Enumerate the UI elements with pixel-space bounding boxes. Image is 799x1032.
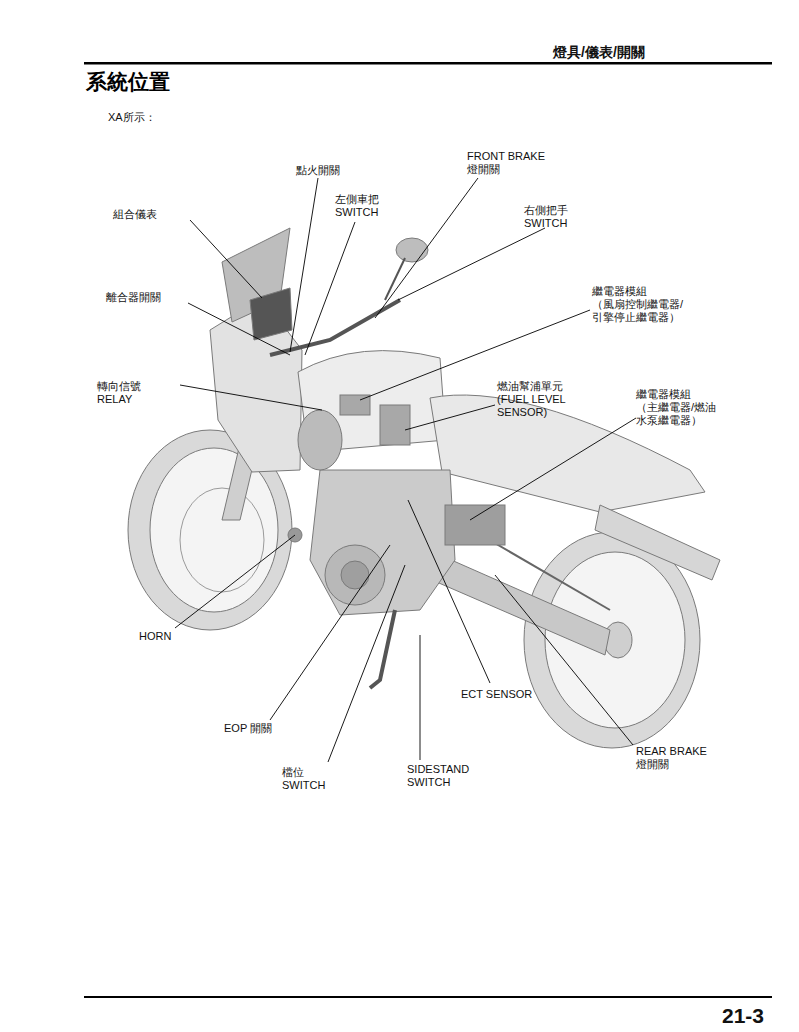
- part-label: REAR BRAKE 燈開關: [636, 745, 718, 771]
- header-rule: [84, 62, 772, 65]
- page-title: 系統位置: [86, 68, 170, 96]
- leader-line: [405, 405, 495, 430]
- leader-line: [290, 178, 318, 352]
- rear-fender: [595, 505, 720, 580]
- relay-box: [445, 505, 505, 545]
- part-label: 繼電器模組 （風扇控制繼電器/ 引擎停止繼電器）: [592, 285, 704, 324]
- engine: [310, 470, 455, 615]
- part-label: 檔位 SWITCH: [282, 766, 334, 792]
- brake-disc: [180, 488, 264, 592]
- leader-line: [375, 178, 478, 318]
- leader-line: [180, 385, 322, 410]
- part-label: 離合器開關: [106, 291, 176, 304]
- rear-tire: [524, 532, 700, 748]
- part-label: 點火開關: [296, 164, 356, 177]
- part-label: SIDESTAND SWITCH: [407, 763, 479, 789]
- part-label: EOP 開關: [224, 722, 284, 735]
- leader-lines: [175, 178, 636, 762]
- handlebar: [270, 300, 400, 355]
- leader-line: [305, 222, 355, 355]
- part-label: 繼電器模組 （主繼電器/燃油 水泵繼電器）: [636, 388, 738, 427]
- leader-line: [398, 228, 545, 300]
- rear-rim: [545, 552, 685, 728]
- leader-line: [188, 303, 290, 355]
- part-label: 右側把手 SWITCH: [524, 204, 582, 230]
- page-number: 21-3: [722, 1003, 782, 1028]
- leader-line: [420, 635, 421, 760]
- motorcycle: [128, 228, 720, 748]
- part-label: HORN: [139, 630, 189, 643]
- leader-line: [470, 418, 636, 520]
- part-label: 左側車把 SWITCH: [335, 193, 393, 219]
- right-mirror: [396, 238, 428, 262]
- section-header: 燈具/儀表/開關: [553, 44, 683, 61]
- leader-line: [175, 535, 295, 628]
- fuel-pump: [380, 405, 410, 445]
- part-label: 燃油幫浦單元 (FUEL LEVEL SENSOR): [497, 380, 575, 419]
- swingarm: [432, 555, 610, 655]
- leader-line: [495, 575, 633, 745]
- part-label: 組合儀表: [113, 208, 173, 221]
- meter-display: [250, 288, 292, 340]
- front-rim: [150, 448, 278, 612]
- leader-line: [328, 565, 405, 762]
- stator-center: [341, 561, 369, 589]
- part-label: ECT SENSOR: [461, 688, 551, 701]
- part-label: 轉向信號 RELAY: [97, 380, 152, 406]
- radiator-fan: [298, 410, 342, 470]
- leader-line: [190, 220, 262, 298]
- mirror-stem: [385, 258, 405, 300]
- part-label: FRONT BRAKE 燈開關: [467, 150, 559, 176]
- leader-line: [270, 545, 390, 720]
- note: XA所示：: [108, 111, 188, 124]
- footer-rule: [84, 996, 772, 998]
